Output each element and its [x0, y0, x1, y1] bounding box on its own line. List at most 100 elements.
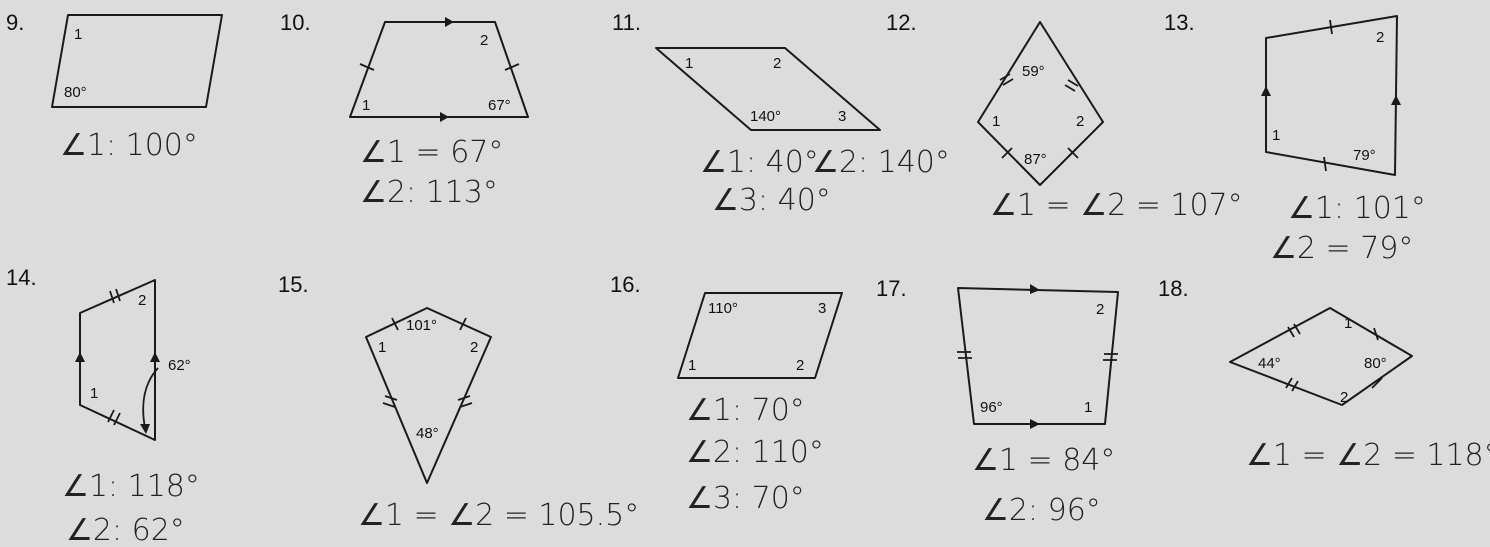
arrow-head-icon — [140, 424, 150, 434]
angle-label: 3 — [818, 300, 826, 317]
answer-line: ∠1: 40° — [700, 145, 819, 180]
congruent-tick-icon — [1373, 327, 1379, 341]
answer-line: ∠2: 96° — [982, 493, 1101, 528]
angle-label: 2 — [470, 339, 478, 356]
angle-label: 2 — [1340, 389, 1348, 406]
problem-number: 17. — [876, 276, 907, 301]
angle-label: 1 — [1344, 315, 1352, 332]
answer-line: ∠1 = 84° — [972, 443, 1115, 478]
parallel-arrow-icon — [150, 352, 160, 362]
angle-label: 1 — [1084, 399, 1092, 416]
quadrilateral-shape — [1265, 15, 1398, 176]
angle-label: 2 — [1096, 301, 1104, 318]
double-tick-icon — [1064, 79, 1079, 92]
angle-label: 96° — [980, 399, 1003, 416]
angle-label: 110° — [708, 300, 738, 317]
parallel-arrow-icon — [75, 352, 85, 362]
angle-label: 59° — [1022, 63, 1045, 80]
angle-label: 3 — [838, 108, 846, 125]
congruent-tick-icon — [1067, 147, 1079, 159]
parallel-arrow-icon — [1030, 419, 1040, 429]
trapezoid-shape — [79, 279, 156, 441]
problem-9: 9. 1 80° ∠1: 100° — [6, 10, 223, 163]
angle-label: 2 — [773, 55, 781, 72]
angle-label: 2 — [796, 357, 804, 374]
double-tick-icon — [107, 409, 121, 426]
angle-label: 1 — [90, 385, 98, 402]
parallel-arrow-icon — [1391, 95, 1401, 105]
kite-shape — [365, 307, 492, 484]
problem-15: 15. 101° 1 2 48° ∠1 = ∠2 = 105.5° — [278, 272, 639, 533]
problem-number: 18. — [1158, 276, 1189, 301]
kite-shape — [1229, 307, 1413, 406]
trapezoid-shape — [957, 287, 1119, 425]
congruent-tick-icon — [459, 317, 467, 331]
angle-label: 1 — [1272, 127, 1280, 144]
angle-label: 1 — [685, 55, 693, 72]
parallel-arrow-icon — [1261, 86, 1271, 96]
answer-line: ∠1: 70° — [686, 393, 805, 428]
answer-line: ∠2: 62° — [66, 513, 185, 547]
angle-label: 80° — [1364, 355, 1387, 372]
problem-17: 17. 2 96° 1 ∠1 = 84° ∠2: 96° — [876, 276, 1119, 528]
answer-line: ∠1 = ∠2 = 107° — [990, 188, 1243, 223]
rhombus-shape — [655, 47, 881, 131]
problem-10: 10. 2 1 67° ∠1 = 67° ∠2: 113° — [280, 10, 529, 210]
answer-line: ∠3: 70° — [686, 481, 805, 516]
double-tick-icon — [1287, 323, 1301, 338]
problem-number: 14. — [6, 265, 37, 290]
problem-13: 13. 2 1 79° ∠1: 101° ∠2 = 79° — [1164, 10, 1426, 266]
double-tick-icon — [1285, 377, 1299, 392]
trapezoid-shape — [349, 21, 529, 118]
answer-line: ∠1: 101° — [1288, 191, 1426, 226]
answer-line: ∠2 = 79° — [1270, 231, 1413, 266]
angle-arc-arrow — [142, 367, 159, 429]
congruent-tick-icon — [1329, 19, 1333, 35]
answer-line: ∠3: 40° — [712, 183, 831, 218]
answer-line: ∠1: 118° — [62, 469, 200, 504]
double-tick-icon — [457, 395, 473, 408]
angle-label: 48° — [416, 425, 439, 442]
answer-line: ∠1 = 67° — [360, 135, 503, 170]
problem-18: 18. 1 44° 80° 2 ∠1 = ∠2 = 118° — [1158, 276, 1490, 473]
congruent-tick-icon — [1371, 377, 1383, 389]
problem-number: 15. — [278, 272, 309, 297]
angle-label: 79° — [1353, 147, 1376, 164]
congruent-tick-icon — [359, 63, 375, 71]
congruent-tick-icon — [391, 317, 399, 331]
angle-label: 101° — [406, 317, 437, 334]
angle-label: 140° — [750, 108, 781, 125]
congruent-tick-icon — [1323, 156, 1327, 172]
congruent-tick-icon — [1001, 147, 1013, 159]
angle-label: 2 — [138, 292, 146, 309]
angle-label: 2 — [1076, 113, 1084, 130]
angle-label: 67° — [488, 97, 511, 114]
angle-label: 87° — [1024, 151, 1047, 168]
answer-line: ∠2: 110° — [686, 435, 824, 470]
double-tick-icon — [109, 288, 121, 304]
angle-label: 80° — [64, 84, 87, 101]
problem-number: 12. — [886, 10, 917, 35]
angle-label: 1 — [688, 357, 696, 374]
angle-label: 1 — [378, 339, 386, 356]
answer-line: ∠2: 113° — [360, 175, 498, 210]
problem-number: 10. — [280, 10, 311, 35]
double-tick-icon — [382, 395, 398, 408]
angle-label: 2 — [1376, 29, 1384, 46]
angle-label: 1 — [992, 113, 1000, 130]
problem-14: 14. 2 62° 1 ∠1: 118° ∠2: 62° — [6, 265, 200, 547]
answer-line: ∠1 = ∠2 = 118° — [1246, 438, 1490, 473]
angle-label: 2 — [480, 32, 488, 49]
problem-11: 11. 1 2 140° 3 ∠1: 40° ∠2: 140° ∠3: 40° — [612, 10, 950, 218]
parallelogram-shape — [677, 292, 843, 379]
parallelogram-shape — [51, 14, 223, 108]
parallel-arrow-icon — [1030, 284, 1040, 294]
double-tick-icon — [999, 73, 1014, 86]
parallel-arrow-icon — [440, 112, 449, 122]
angle-label: 62° — [168, 357, 191, 374]
answer-line: ∠1: 100° — [60, 128, 198, 163]
answer-line: ∠2: 140° — [812, 145, 950, 180]
double-tick-icon — [1103, 353, 1118, 361]
